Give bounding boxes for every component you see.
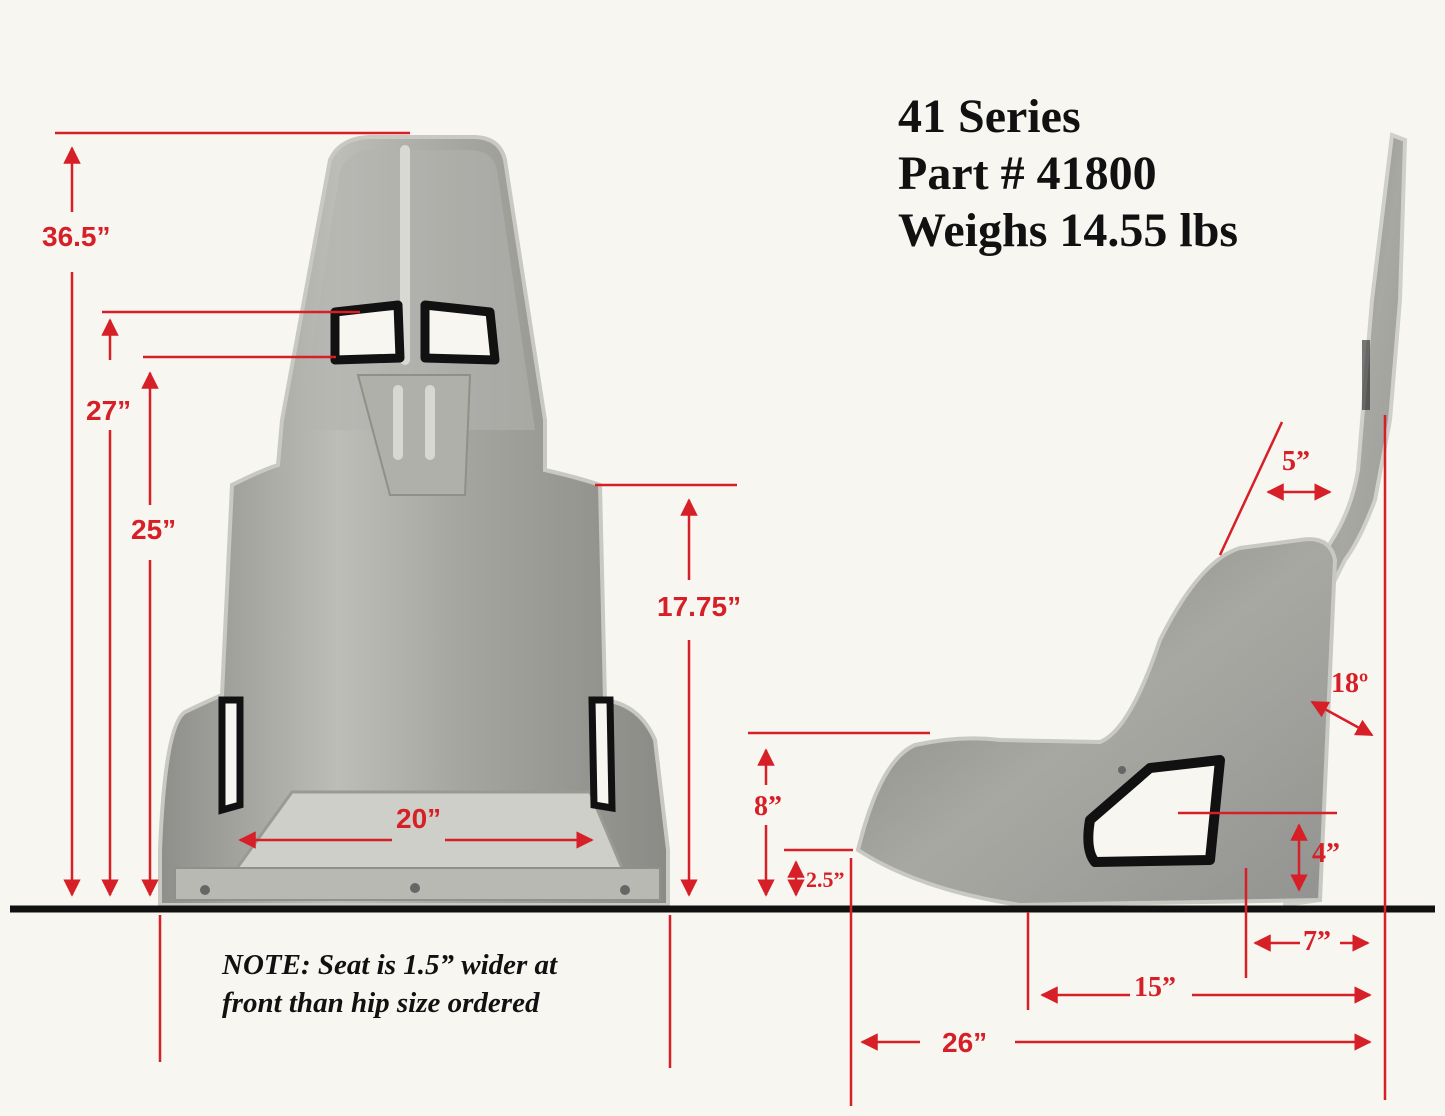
note-line-2: front than hip size ordered xyxy=(222,987,540,1019)
hip-width-label: 20” xyxy=(396,803,441,834)
height-shoulder-top-label: 27” xyxy=(86,395,131,426)
note-line-1: NOTE: Seat is 1.5” wider at xyxy=(222,949,558,981)
front-seat-shoulder-hole-left xyxy=(330,300,405,365)
part-number: Part # 41800 xyxy=(898,147,1157,200)
side-dimensions xyxy=(748,415,1387,1106)
upper-offset-label: 5” xyxy=(1282,446,1310,477)
width-note: NOTE: Seat is 1.5” wider at front than h… xyxy=(222,946,557,1022)
front-dimensions xyxy=(55,131,737,1068)
seat-depth-label: 15” xyxy=(1134,972,1176,1003)
product-title-block: 41 Series Part # 41800 Weighs 14.55 lbs xyxy=(898,88,1238,259)
weight-text: Weighs 14.55 lbs xyxy=(898,204,1239,257)
side-seat-hole xyxy=(1083,755,1225,867)
front-seat-shoulder-hole-right xyxy=(420,300,500,365)
front-height-label: 8” xyxy=(754,791,782,822)
front-seat-hip-slot-right xyxy=(588,696,616,813)
front-seat-body xyxy=(158,135,670,907)
front-seat xyxy=(158,135,670,907)
front-lip-label: 2.5” xyxy=(806,867,845,892)
height-total-label: 36.5” xyxy=(42,221,111,252)
recline-angle-label: 18º xyxy=(1331,668,1368,699)
front-seat-harness-plate xyxy=(356,374,472,496)
hole-height-label: 4” xyxy=(1312,838,1340,869)
side-height-label: 17.75” xyxy=(657,591,741,622)
overall-depth-label: 26” xyxy=(942,1027,987,1058)
front-seat-hip-slot-left xyxy=(218,696,244,815)
height-shoulder-bottom-label: 25” xyxy=(131,514,176,545)
series-title: 41 Series xyxy=(898,90,1081,143)
rear-offset-label: 7” xyxy=(1303,926,1331,957)
